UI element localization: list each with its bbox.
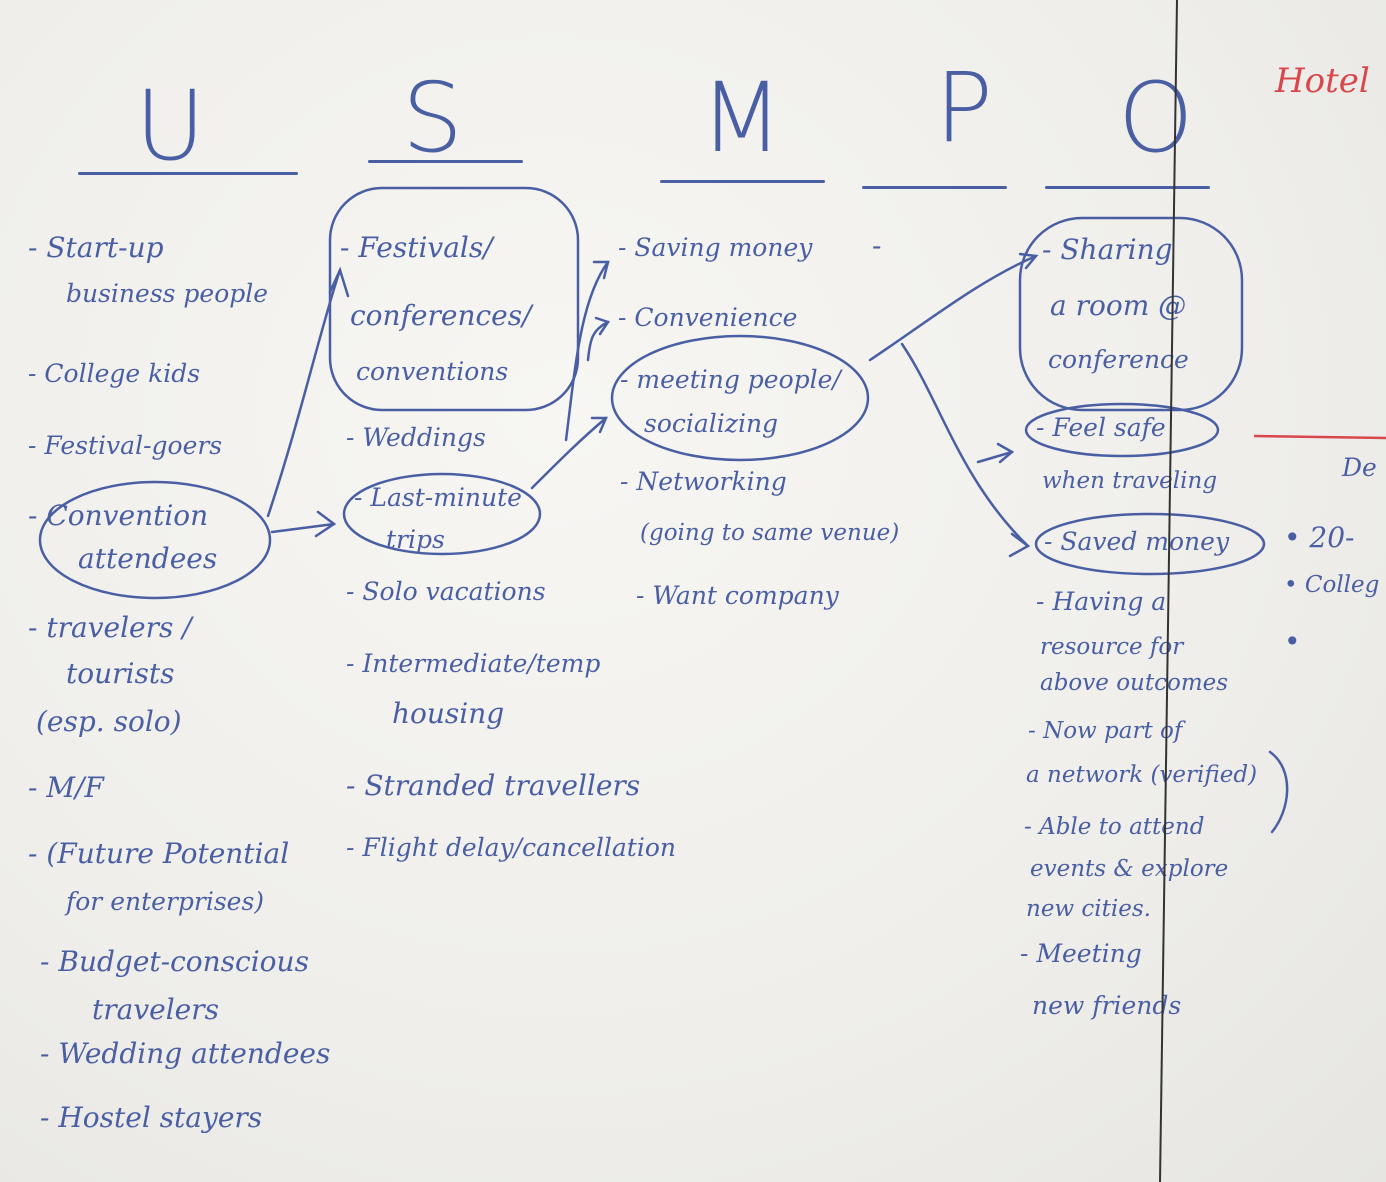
header-o: O (1118, 62, 1194, 174)
red-note: Hotel (1275, 61, 1370, 101)
s-item: conventions (356, 357, 509, 386)
u-item: - College kids (28, 359, 201, 388)
arrow-last-minute-to-meeting (530, 416, 608, 490)
u-item: tourists (66, 657, 175, 690)
p-item: - (872, 229, 882, 262)
u-item: - Hostel stayers (40, 1101, 263, 1134)
arrow-u-to-festivals (266, 268, 342, 518)
arrow-m-to-saved-money (900, 342, 1030, 548)
header-m: M (700, 62, 783, 174)
o-item: - Able to attend (1024, 814, 1205, 840)
right-edge-item: • 20- (1284, 521, 1355, 554)
s-item: conferences/ (350, 299, 532, 332)
arrow-u-to-last-minute (270, 522, 336, 534)
u-item: - Start-up (28, 231, 164, 264)
s-item: housing (392, 697, 505, 730)
o-item: resource for (1040, 634, 1184, 660)
circle-meeting-people (610, 334, 870, 462)
o-item: - Saved money (1044, 527, 1230, 556)
header-o-underline (1045, 186, 1210, 189)
s-item: trips (386, 525, 445, 554)
arrow-s-to-convenience (586, 320, 610, 362)
u-item: - M/F (28, 771, 104, 804)
s-item: - Last-minute (354, 483, 522, 512)
s-item: - Solo vacations (346, 577, 546, 606)
header-s-underline (368, 160, 523, 163)
u-item: travelers (92, 993, 219, 1026)
s-item: - Festivals/ (340, 231, 493, 264)
o-item: when traveling (1042, 468, 1218, 494)
u-item: for enterprises) (66, 887, 265, 916)
o-item: - Sharing (1042, 233, 1173, 266)
s-item: - Stranded travellers (346, 769, 641, 802)
header-m-underline (660, 180, 825, 183)
s-item: - Weddings (346, 423, 486, 452)
arrow-to-feel-safe (976, 450, 1014, 464)
u-item: - Convention (28, 499, 209, 532)
m-item: - meeting people/ (620, 365, 841, 394)
o-item: - Now part of (1028, 718, 1183, 744)
u-item: (esp. solo) (36, 705, 182, 738)
o-item: events & explore (1030, 856, 1229, 882)
o-item: - Having a (1036, 587, 1167, 616)
bracket (1268, 750, 1289, 834)
o-item: conference (1048, 345, 1189, 374)
o-item: a room @ (1050, 289, 1187, 322)
header-s: S (402, 62, 463, 174)
o-item: - Feel safe (1036, 413, 1166, 442)
header-u: U (135, 70, 206, 182)
s-item: - Intermediate/temp (346, 649, 601, 678)
m-item: - Saving money (618, 233, 813, 262)
m-item: - Networking (620, 467, 787, 496)
header-p: P (935, 52, 993, 164)
u-item: - Wedding attendees (40, 1037, 331, 1070)
arrow-m-to-sharing (868, 254, 1038, 362)
u-item: - (Future Potential (28, 837, 290, 870)
header-p-underline (862, 186, 1007, 189)
o-item: new friends (1032, 991, 1182, 1020)
o-item: - Meeting (1020, 939, 1142, 968)
u-item: - Festival-goers (28, 431, 223, 460)
m-item: socializing (644, 409, 779, 438)
u-item: - Budget-conscious (40, 945, 309, 978)
arrow-s-to-saving (564, 260, 610, 442)
m-item: - Convenience (618, 303, 798, 332)
m-item: - Want company (636, 581, 839, 610)
u-item: attendees (78, 542, 218, 575)
right-edge-item: • Colleg (1284, 572, 1380, 598)
s-item: - Flight delay/cancellation (346, 833, 676, 862)
right-edge-item: • (1284, 625, 1301, 658)
o-item: above outcomes (1040, 670, 1229, 696)
right-edge-heading: De (1342, 453, 1377, 482)
u-item: - travelers / (28, 611, 192, 644)
o-item: a network (verified) (1026, 762, 1258, 788)
header-u-underline (78, 172, 298, 175)
red-line (1253, 434, 1386, 440)
u-item: business people (66, 279, 269, 308)
o-item: new cities. (1026, 896, 1151, 922)
m-item: (going to same venue) (640, 520, 900, 546)
